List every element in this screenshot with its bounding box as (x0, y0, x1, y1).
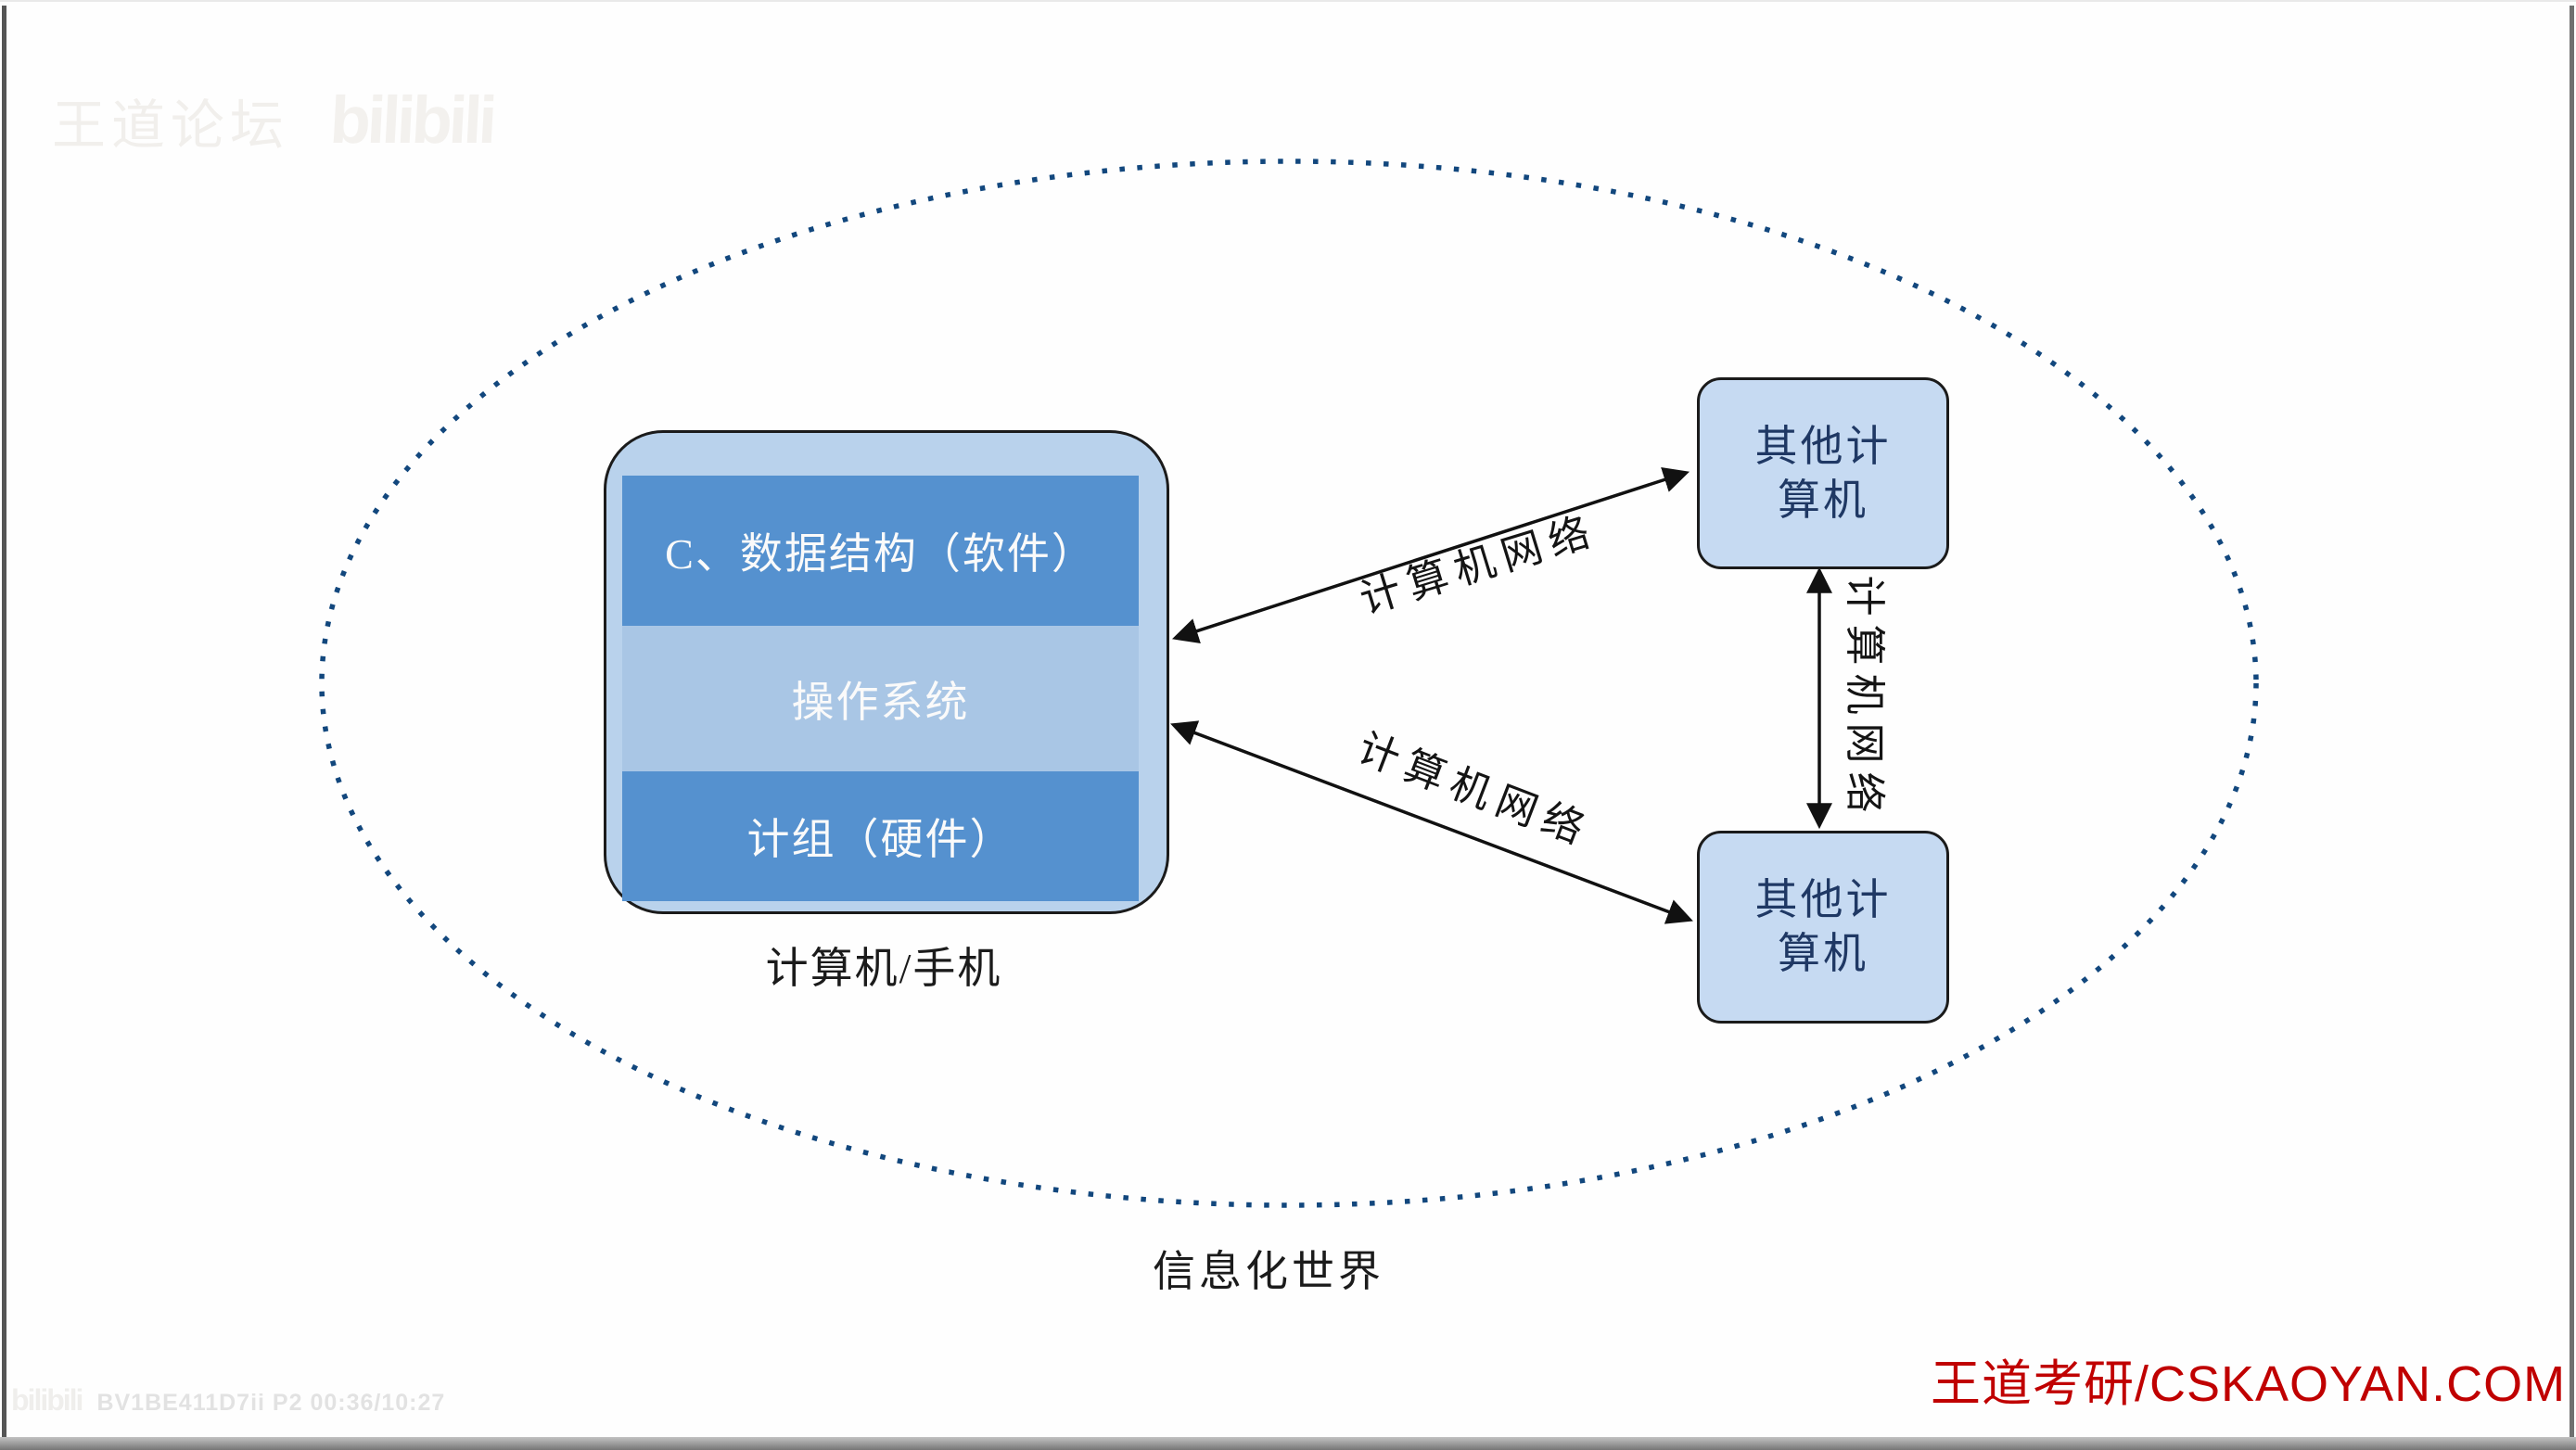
other-computer-label-line: 算机 (1778, 476, 1868, 524)
video-id-timestamp: BV1BE411D7ii P2 00:36/10:27 (96, 1390, 446, 1416)
bilibili-logo: bilibili (327, 83, 496, 158)
other-computer-node-top: 其他计 算机 (1697, 377, 1949, 569)
network-arrow-upper (1172, 467, 1690, 643)
frame-top-edge (0, 0, 2576, 2)
layer-operating-system: 操作系统 (622, 626, 1139, 771)
main-computer-caption: 计算机/手机 (765, 945, 1002, 992)
frame-bottom-bar (0, 1437, 2576, 1450)
frame-right-edge (2570, 6, 2574, 1450)
network-label-right-vertical: 计算机网络 (1842, 575, 1887, 821)
watermark-top-left: 王道论坛 bilibili (52, 82, 496, 159)
other-computer-label-line: 算机 (1778, 930, 1868, 977)
layer-data-structure: C、数据结构（软件） (622, 476, 1139, 626)
bilibili-logo-small: bilibili (11, 1383, 83, 1417)
wangdao-forum-watermark: 王道论坛 (52, 95, 290, 156)
main-computer-box: C、数据结构（软件） 操作系统 计组（硬件） (604, 430, 1169, 914)
cskaoyan-watermark: 王道考研/CSKAOYAN.COM (1931, 1356, 2567, 1412)
other-computer-label-line: 其他计 (1754, 422, 1892, 470)
information-world-label: 信息化世界 (1153, 1248, 1384, 1295)
network-arrow-lower (1170, 720, 1693, 924)
layer-computer-organization: 计组（硬件） (622, 771, 1139, 901)
other-computer-node-bottom: 其他计 算机 (1697, 831, 1949, 1024)
frame-left-edge (2, 6, 6, 1450)
other-computer-label-line: 其他计 (1754, 876, 1892, 923)
watermark-bottom-left: bilibili BV1BE411D7ii P2 00:36/10:27 (11, 1383, 445, 1418)
information-world-ellipse (319, 159, 2259, 1208)
